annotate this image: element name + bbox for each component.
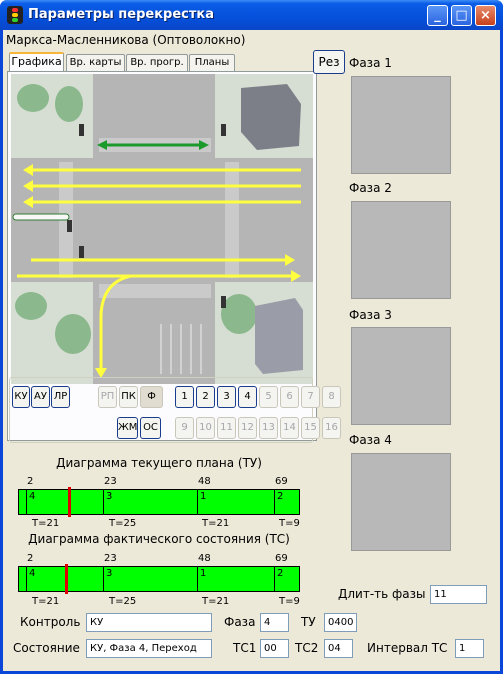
phase-3-label: Фаза 3 bbox=[349, 308, 392, 322]
phase-number-button-4[interactable]: 4 bbox=[238, 386, 257, 408]
fact-tick-top: 48 bbox=[198, 553, 211, 564]
fact-position-marker bbox=[65, 564, 68, 594]
fact-tick-bottom: T=21 bbox=[202, 596, 230, 607]
plan-tick-top: 23 bbox=[104, 476, 117, 487]
control-buttons-group bbox=[9, 377, 313, 443]
phase-number-button-7[interactable]: 7 bbox=[301, 386, 320, 408]
fact-tick-bottom: T=9 bbox=[279, 596, 300, 607]
minimize-button[interactable]: _ bbox=[427, 5, 448, 26]
zhm-button[interactable]: ЖМ bbox=[117, 417, 138, 439]
phase-number-button-14[interactable]: 14 bbox=[280, 417, 299, 439]
maximize-button[interactable]: □ bbox=[451, 5, 472, 26]
fact-tick-bottom: T=25 bbox=[109, 596, 137, 607]
plan-position-marker bbox=[68, 487, 71, 517]
tu-label: ТУ bbox=[301, 615, 316, 629]
state-label: Состояние bbox=[13, 641, 80, 655]
phase-duration-label: Длит-ть фазы bbox=[338, 587, 426, 601]
plan-diagram-title: Диаграмма текущего плана (ТУ) bbox=[56, 456, 262, 470]
au-button[interactable]: АУ bbox=[31, 386, 50, 408]
rp-button[interactable]: РП bbox=[98, 386, 117, 408]
fact-tick-top: 2 bbox=[27, 553, 34, 564]
interval-ts-label: Интервал ТС bbox=[367, 641, 448, 655]
phase-number-button-11[interactable]: 11 bbox=[217, 417, 236, 439]
fact-diagram-bar: 4 3 1 2 bbox=[18, 564, 300, 594]
control-label: Контроль bbox=[20, 615, 81, 629]
phase-number-button-12[interactable]: 12 bbox=[238, 417, 257, 439]
ts2-label: ТС2 bbox=[295, 641, 319, 655]
close-button[interactable]: × bbox=[475, 5, 496, 26]
fact-segment: 3 bbox=[103, 567, 112, 591]
interval-ts-field[interactable]: 1 bbox=[455, 639, 484, 658]
phase-4-thumbnail[interactable] bbox=[351, 453, 451, 551]
title-bar[interactable]: Параметры перекрестка _ □ × bbox=[0, 0, 503, 30]
client-area: Маркса-Масленникова (Оптоволокно) График… bbox=[3, 30, 500, 671]
fact-diagram-title: Диаграмма фактического состояния (ТС) bbox=[28, 532, 290, 546]
intersection-graphic bbox=[11, 74, 313, 384]
phase-number-button-6[interactable]: 6 bbox=[280, 386, 299, 408]
window-title: Параметры перекрестка bbox=[28, 7, 214, 22]
plan-segment: 2 bbox=[274, 490, 283, 514]
tu-field[interactable]: 0400 bbox=[324, 613, 357, 632]
control-field[interactable]: КУ bbox=[86, 613, 212, 632]
tab-time-programs[interactable]: Вр. прогр. bbox=[126, 54, 188, 72]
state-field[interactable]: КУ, Фаза 4, Переход bbox=[86, 639, 212, 658]
phase-label: Фаза bbox=[224, 615, 256, 629]
fact-segment: 4 bbox=[26, 567, 35, 591]
phase-2-label: Фаза 2 bbox=[349, 181, 392, 195]
fact-tick-bottom: T=21 bbox=[32, 596, 60, 607]
fact-tick-top: 23 bbox=[104, 553, 117, 564]
plan-segment: 1 bbox=[197, 490, 206, 514]
plan-segment: 3 bbox=[103, 490, 112, 514]
plan-tick-bottom: T=9 bbox=[279, 518, 300, 529]
phase-1-label: Фаза 1 bbox=[349, 56, 392, 70]
ku-button[interactable]: КУ bbox=[12, 386, 30, 408]
phase-field[interactable]: 4 bbox=[260, 613, 289, 632]
res-button[interactable]: Рез bbox=[313, 50, 345, 74]
plan-tick-top: 48 bbox=[198, 476, 211, 487]
phase-number-button-16[interactable]: 16 bbox=[322, 417, 341, 439]
phase-3-thumbnail[interactable] bbox=[351, 327, 451, 425]
plan-tick-top: 2 bbox=[27, 476, 34, 487]
phase-number-button-5[interactable]: 5 bbox=[259, 386, 278, 408]
phase-4-label: Фаза 4 bbox=[349, 433, 392, 447]
ts2-field[interactable]: 04 bbox=[324, 639, 353, 658]
phase-number-button-1[interactable]: 1 bbox=[175, 386, 194, 408]
os-button[interactable]: ОС bbox=[140, 417, 161, 439]
phase-number-button-3[interactable]: 3 bbox=[217, 386, 236, 408]
plan-tick-bottom: T=25 bbox=[109, 518, 137, 529]
tab-time-maps[interactable]: Вр. карты bbox=[66, 54, 125, 72]
phase-1-thumbnail[interactable] bbox=[351, 76, 451, 174]
phase-duration-field[interactable]: 11 bbox=[430, 585, 487, 604]
phase-number-button-9[interactable]: 9 bbox=[175, 417, 194, 439]
ts1-label: ТС1 bbox=[233, 641, 257, 655]
lr-button[interactable]: ЛР bbox=[51, 386, 70, 408]
phase-2-thumbnail[interactable] bbox=[351, 201, 451, 299]
tab-plans[interactable]: Планы bbox=[189, 54, 235, 72]
pk-button[interactable]: ПК bbox=[119, 386, 138, 408]
tab-graphics[interactable]: Графика bbox=[9, 52, 64, 73]
intersection-name: Маркса-Масленникова (Оптоволокно) bbox=[6, 33, 246, 47]
phase-number-button-13[interactable]: 13 bbox=[259, 417, 278, 439]
fact-segment: 2 bbox=[274, 567, 283, 591]
traffic-light-icon bbox=[7, 6, 23, 24]
fact-segment: 1 bbox=[197, 567, 206, 591]
plan-tick-bottom: T=21 bbox=[202, 518, 230, 529]
phase-number-button-15[interactable]: 15 bbox=[301, 417, 320, 439]
phase-number-button-2[interactable]: 2 bbox=[196, 386, 215, 408]
plan-segment: 4 bbox=[26, 490, 35, 514]
phase-number-button-10[interactable]: 10 bbox=[196, 417, 215, 439]
ts1-field[interactable]: 00 bbox=[260, 639, 289, 658]
f-button[interactable]: Ф bbox=[140, 386, 163, 408]
plan-tick-top: 69 bbox=[275, 476, 288, 487]
plan-diagram-bar: 4 3 1 2 bbox=[18, 487, 300, 517]
fact-tick-top: 69 bbox=[275, 553, 288, 564]
phase-number-button-8[interactable]: 8 bbox=[322, 386, 341, 408]
plan-tick-bottom: T=21 bbox=[32, 518, 60, 529]
